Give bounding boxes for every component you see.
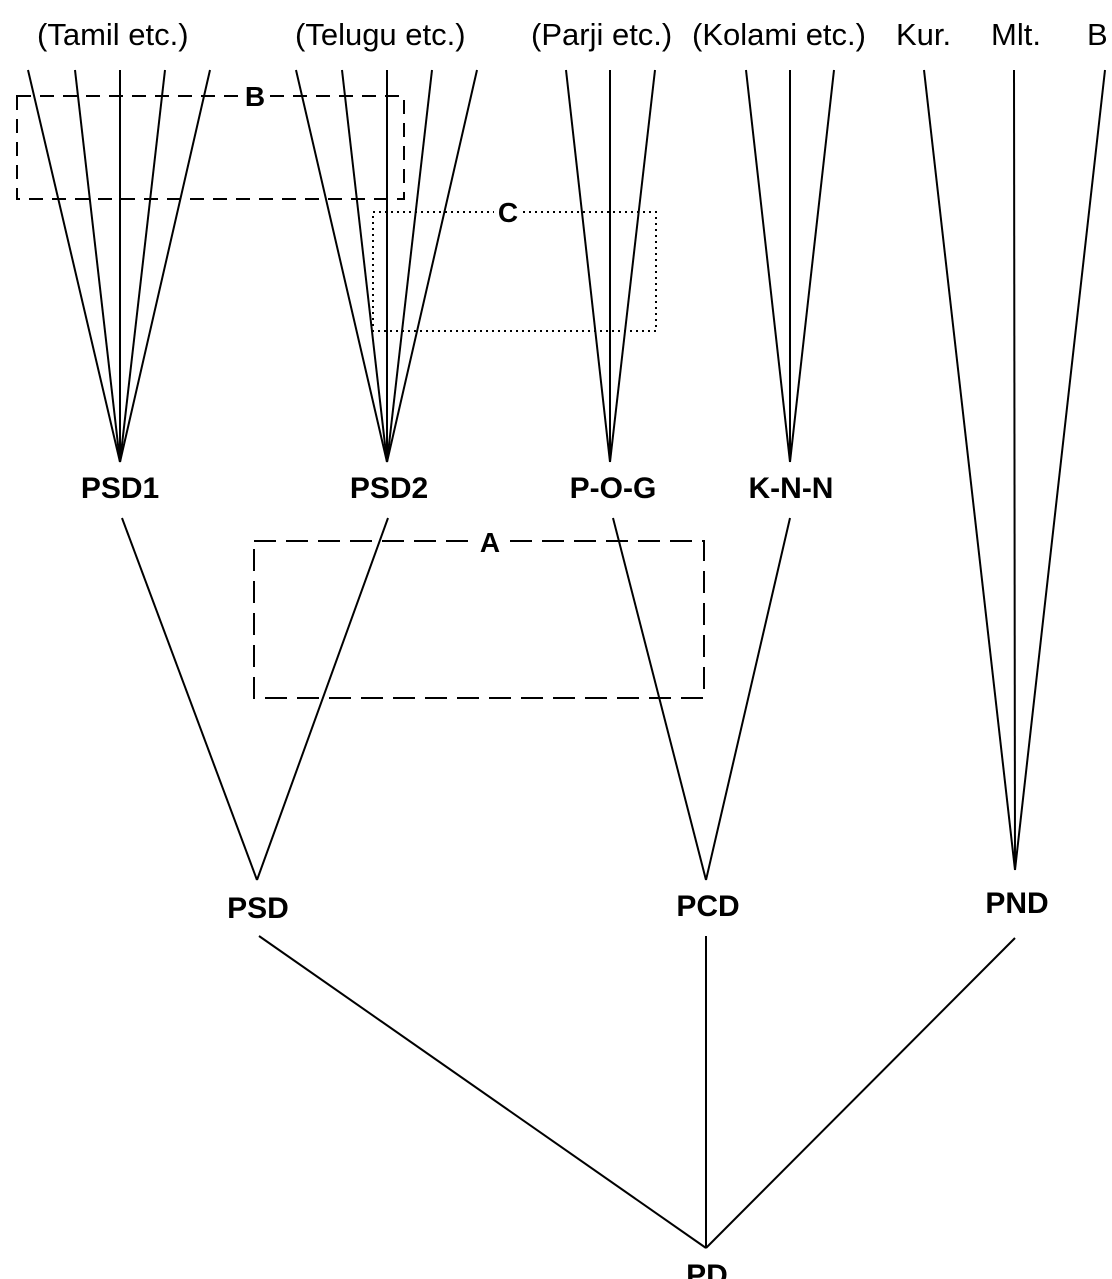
leaf-label-tamil: (Tamil etc.)	[37, 17, 189, 52]
box-c-label-bg	[494, 198, 522, 228]
node-knn: K-N-N	[749, 472, 834, 505]
edges-subgroups-to-branches	[121, 517, 791, 881]
leaf-label-telugu: (Telugu etc.)	[295, 17, 466, 52]
leaf-label-kolami: (Kolami etc.)	[692, 17, 866, 52]
leaf-label-brahui: B	[1087, 17, 1108, 52]
node-pcd: PCD	[676, 890, 739, 923]
box-a-label: A	[480, 527, 500, 558]
node-pog: P-O-G	[570, 472, 657, 505]
fan-pog	[565, 69, 656, 463]
fan-knn	[745, 69, 835, 463]
fan-psd1	[27, 69, 211, 463]
box-b	[16, 95, 405, 200]
node-psd2: PSD2	[350, 472, 428, 505]
fan-psd2	[295, 69, 478, 463]
box-a	[253, 540, 705, 699]
leaf-label-parji: (Parji etc.)	[531, 17, 672, 52]
box-b-label: B	[245, 81, 265, 112]
box-a-label-bg	[476, 527, 504, 557]
node-pd-root: PD	[686, 1259, 728, 1279]
leaf-label-kurux: Kur.	[896, 17, 951, 52]
box-b-label-bg	[241, 82, 269, 112]
edges-branches-to-root	[258, 935, 1016, 1249]
box-c-label: C	[498, 197, 518, 228]
fan-pnd	[923, 69, 1106, 871]
node-psd1: PSD1	[81, 472, 159, 505]
box-c	[372, 211, 657, 332]
node-pnd: PND	[985, 887, 1048, 920]
node-psd: PSD	[227, 892, 289, 925]
leaf-label-malto: Mlt.	[991, 17, 1041, 52]
